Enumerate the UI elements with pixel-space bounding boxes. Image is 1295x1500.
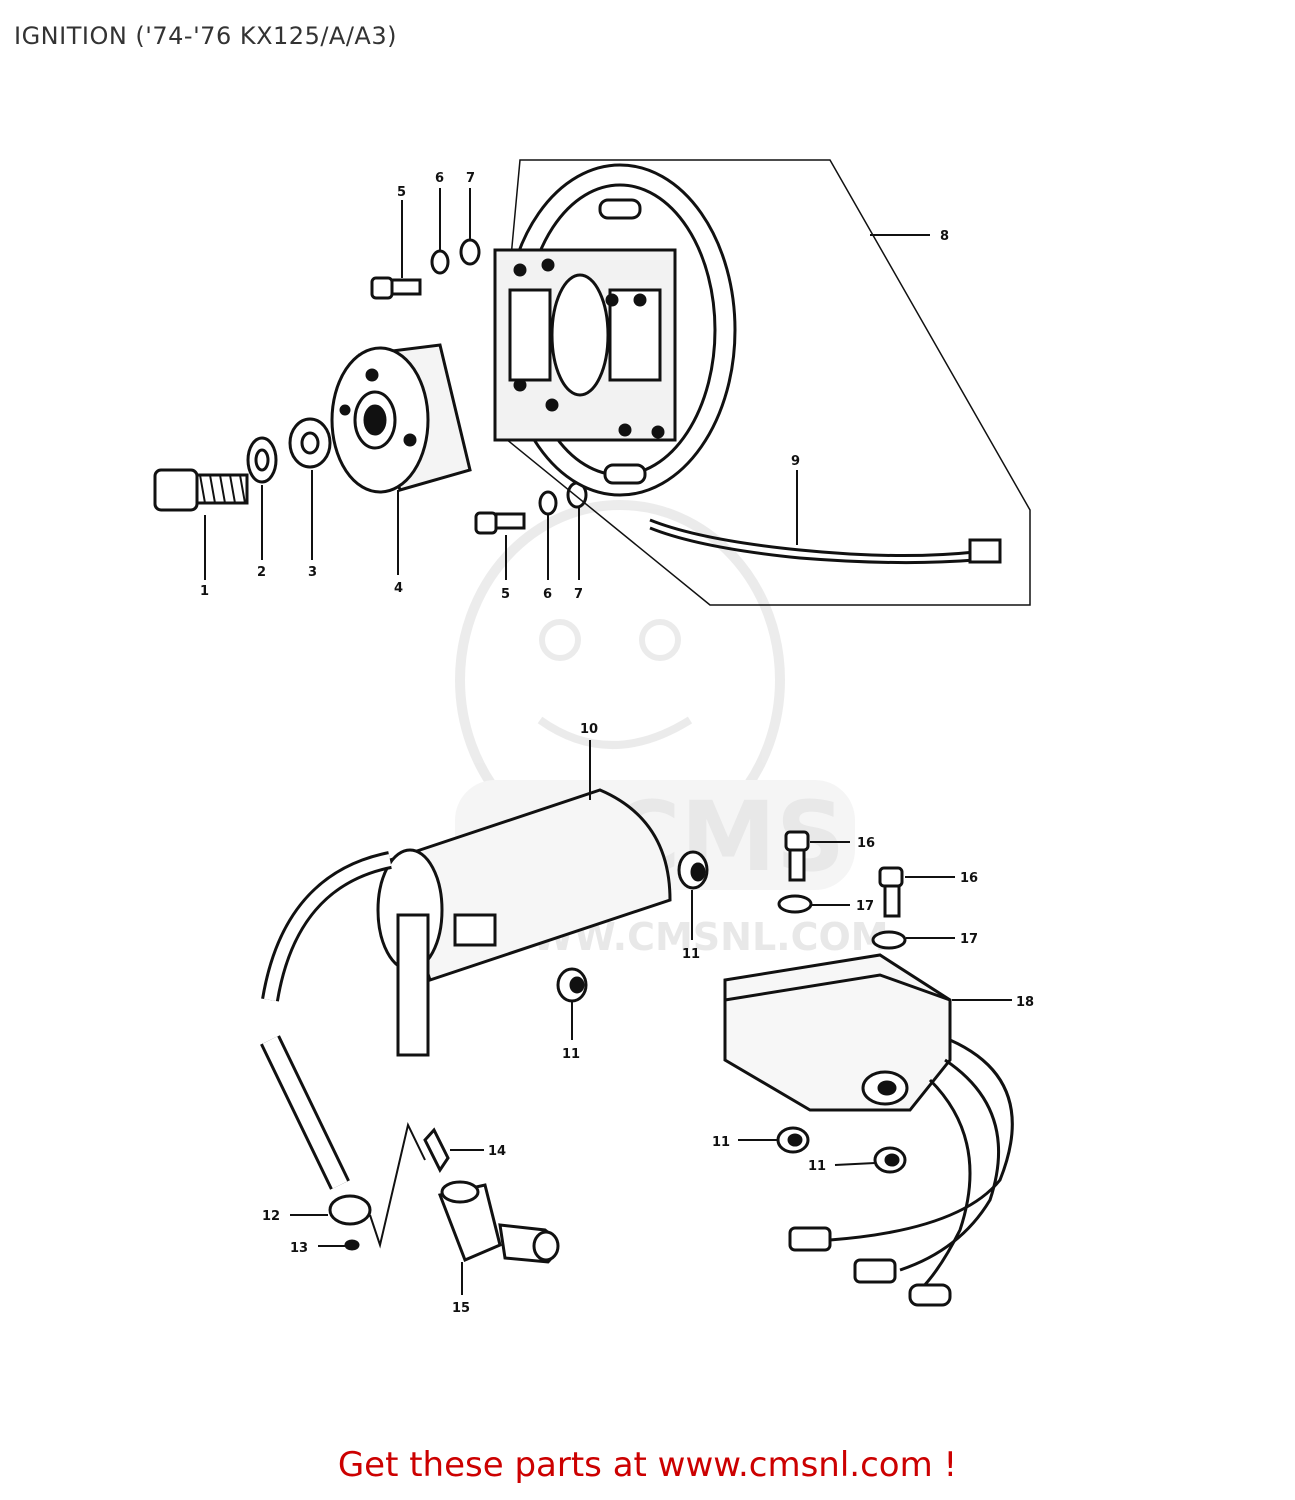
callout-16-b: 16: [960, 871, 978, 886]
part-12-clamp: [260, 1035, 372, 1226]
part-11-nut-c: [738, 1126, 810, 1154]
part-11-nut-d: [834, 1146, 907, 1174]
callout-11-c: 11: [712, 1135, 730, 1150]
callout-13: 13: [290, 1241, 308, 1256]
callout-16-a: 16: [857, 836, 875, 851]
callout-9: 9: [791, 454, 800, 469]
part-10-ignition-coil: [261, 740, 672, 1057]
part-4-rotor: [330, 343, 472, 575]
callout-11-a: 11: [682, 947, 700, 962]
part-11-nut-a: [677, 850, 709, 940]
part-13-screw: [318, 1122, 426, 1251]
part-3-washer: [288, 417, 332, 560]
callout-labels: 1 2 3 4 5 6 7 5 6 7 8 9 10 16 16 17 17 1…: [200, 171, 1034, 1316]
callout-1: 1: [200, 584, 209, 599]
callout-17-b: 17: [960, 932, 978, 947]
part-7-washer-upper: [459, 188, 481, 266]
callout-6-upper: 6: [435, 171, 444, 186]
part-1-bolt: [153, 468, 249, 580]
part-8-stator-plate: [493, 159, 1031, 606]
callout-5-upper: 5: [397, 185, 406, 200]
part-6-washer-upper: [430, 188, 450, 275]
part-14-terminal: [423, 1127, 484, 1173]
callout-14: 14: [488, 1144, 506, 1159]
part-16-bolt-a: [784, 830, 850, 882]
callout-12: 12: [262, 1209, 280, 1224]
callout-18: 18: [1016, 995, 1034, 1010]
part-15-plug-cap: [437, 1180, 560, 1295]
part-17-washer-a: [777, 894, 850, 914]
callout-7-upper: 7: [466, 171, 475, 186]
part-9-wire: [649, 470, 1002, 565]
part-18-cdi-unit: [723, 953, 1014, 1307]
callout-10: 10: [580, 722, 598, 737]
part-5-screw-lower: [474, 511, 526, 580]
part-5-screw-upper: [370, 200, 422, 300]
page-title: IGNITION ('74-'76 KX125/A/A3): [14, 22, 397, 50]
part-11-nut-b: [556, 967, 588, 1040]
part-6-washer-lower: [538, 490, 558, 580]
callout-3: 3: [308, 565, 317, 580]
callout-7-lower: 7: [574, 587, 583, 602]
part-17-washer-b: [871, 930, 955, 950]
part-2-washer: [246, 436, 278, 560]
callout-6-lower: 6: [543, 587, 552, 602]
callout-15: 15: [452, 1301, 470, 1316]
callout-11-b: 11: [562, 1047, 580, 1062]
footer-link[interactable]: Get these parts at www.cmsnl.com !: [337, 1445, 958, 1485]
callout-2: 2: [257, 565, 266, 580]
callout-11-d: 11: [808, 1159, 826, 1174]
callout-5-lower: 5: [501, 587, 510, 602]
callout-8: 8: [940, 229, 949, 244]
callout-4: 4: [394, 581, 403, 596]
part-16-bolt-b: [878, 866, 955, 918]
callout-17-a: 17: [856, 899, 874, 914]
